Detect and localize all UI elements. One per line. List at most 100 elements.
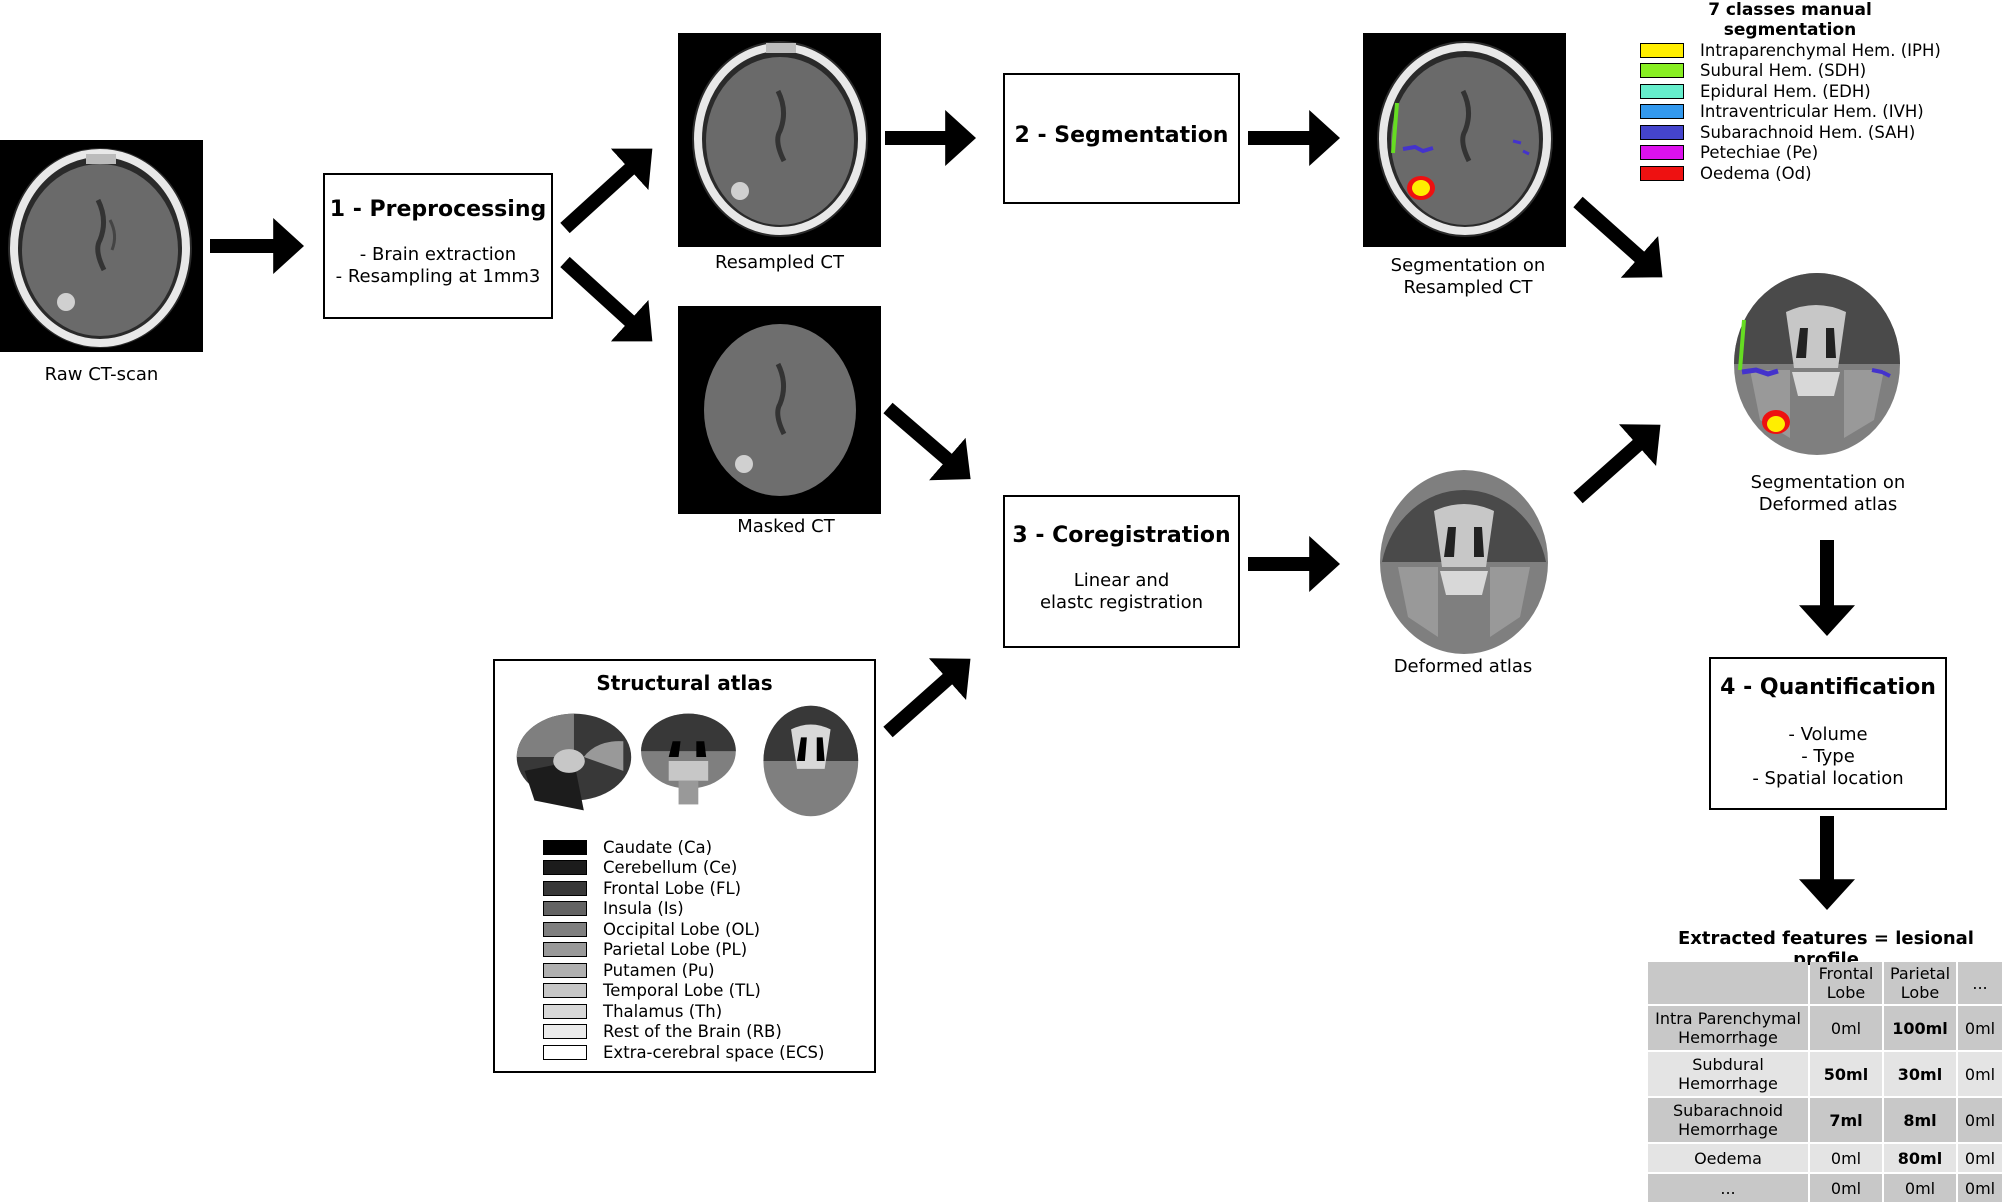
seg-deformed-caption: Segmentation on Deformed atlas [1728,472,1928,516]
features-cell: 100ml [1884,1006,1956,1050]
atlas-thumbnails [516,705,859,817]
coregistration-title: 3 - Coregistration [1012,523,1231,548]
seg-resampled-image [1363,33,1566,247]
quantification-line3: - Spatial location [1752,768,1904,789]
features-column-header-text: ... [1972,973,1988,993]
seg-legend-item: Epidural Hem. (EDH) [1640,81,2008,102]
atlas-legend-swatch [543,983,587,999]
segmentation-title: 2 - Segmentation [1014,123,1229,148]
atlas-legend-item: Thalamus (Th) [543,1001,824,1022]
seg-legend-swatch [1640,42,1684,58]
atlas-legend-swatch [543,1044,587,1060]
structural-atlas-box: Structural atlas Caudate (Ca)Cerebellum … [493,659,876,1073]
raw-ct-image [0,140,203,352]
atlas-legend-label: Frontal Lobe (FL) [603,878,742,898]
seg-deformed-caption-line2: Deformed atlas [1758,494,1898,515]
seg-legend-swatch [1640,145,1684,161]
features-cell-value: 0ml [1904,1178,1936,1198]
coregistration-box: 3 - Coregistration Linear and elastc reg… [1003,495,1240,648]
features-corner-cell [1648,962,1808,1004]
deformed-atlas-caption: Deformed atlas [1393,656,1533,677]
seg-legend-item: Petechiae (Pe) [1640,143,2008,164]
quantification-line2: - Type [1801,746,1855,767]
preprocessing-title: 1 - Preprocessing [329,197,547,222]
segmentation-box: 2 - Segmentation [1003,73,1240,204]
features-row-header-text: Subarachnoid [1672,1101,1784,1120]
quantification-line1: - Volume [1788,724,1868,745]
arrow-preprocessing-to-masked [560,256,653,342]
structural-atlas-title: Structural atlas [596,671,773,695]
features-cell: 0ml [1958,1098,2002,1142]
atlas-legend: Caudate (Ca)Cerebellum (Ce)Frontal Lobe … [543,837,824,1063]
atlas-legend-swatch [543,880,587,896]
features-cell-value: 0ml [1830,1178,1862,1198]
seg-legend-swatch [1640,165,1684,181]
atlas-legend-label: Insula (Is) [603,899,684,919]
atlas-axial-view [763,705,859,817]
features-row-header-text: Intra Parenchymal [1655,1009,1801,1028]
features-cell-value: 80ml [1897,1148,1943,1168]
features-cell: 0ml [1810,1006,1882,1050]
features-cell-value: 0ml [1964,1064,1996,1084]
atlas-legend-label: Thalamus (Th) [603,1001,723,1021]
features-column-header-text: Lobe [1826,983,1866,1002]
features-cell-value: 0ml [1964,1178,1996,1198]
atlas-legend-item: Cerebellum (Ce) [543,858,824,879]
features-cell-value: 100ml [1892,1018,1948,1038]
seg-legend-item: Intraventricular Hem. (IVH) [1640,102,2008,123]
features-cell-value: 0ml [1830,1148,1862,1168]
features-column-header-text: Parietal [1889,964,1951,983]
features-cell: 80ml [1884,1144,1956,1172]
seg-legend-label: Epidural Hem. (EDH) [1700,81,1871,101]
atlas-coronal-view [641,713,736,805]
arrow-deformed-to-seg-deformed [1573,424,1661,504]
preprocessing-line1: - Brain extraction [359,244,517,265]
seg-deformed-image [1732,270,1902,458]
deformed-atlas-image [1378,467,1550,657]
features-column-header-text: Lobe [1900,983,1940,1002]
features-cell-value: 0ml [1964,1148,1996,1168]
atlas-legend-swatch [543,901,587,917]
atlas-legend-item: Insula (Is) [543,899,824,920]
features-cell: 0ml [1884,1174,1956,1202]
seg-legend-item: Oedema (Od) [1640,163,2008,184]
features-cell: 0ml [1958,1052,2002,1096]
atlas-legend-item: Occipital Lobe (OL) [543,919,824,940]
seg-legend-swatch [1640,104,1684,120]
seg-resampled-caption-line2: Resampled CT [1403,277,1533,298]
features-cell: 8ml [1884,1098,1956,1142]
raw-ct-caption: Raw CT-scan [44,364,159,385]
arrow-masked-to-coregistration [883,402,971,481]
features-row-header-text: Subdural [1692,1055,1764,1074]
seg-legend-swatch [1640,83,1684,99]
atlas-legend-swatch [543,1003,587,1019]
atlas-legend-item: Caudate (Ca) [543,837,824,858]
features-row-header-text: Hemorrhage [1678,1120,1778,1139]
features-row-header-text: Hemorrhage [1678,1074,1778,1093]
atlas-legend-label: Parietal Lobe (PL) [603,940,748,960]
quantification-box: 4 - Quantification - Volume - Type - Spa… [1709,657,1947,810]
features-cell-value: 0ml [1964,1110,1996,1130]
seg-legend-label: Oedema (Od) [1700,163,1812,183]
features-row-header-text: ... [1720,1178,1736,1198]
atlas-legend-label: Caudate (Ca) [603,837,713,857]
masked-ct-caption: Masked CT [737,516,835,537]
seg-resampled-caption-line1: Segmentation on [1390,255,1546,276]
atlas-legend-label: Cerebellum (Ce) [603,858,738,878]
features-row: ... 0ml 0ml 0ml [1648,1174,2002,1202]
features-row-header: Oedema [1648,1144,1808,1172]
arrow-atlas-to-coregistration [883,658,971,738]
resampled-ct-image [678,33,881,247]
features-cell: 0ml [1810,1174,1882,1202]
seg-legend-item: Subarachnoid Hem. (SAH) [1640,122,2008,143]
features-cell: 0ml [1958,1006,2002,1050]
features-cell: 30ml [1884,1052,1956,1096]
atlas-sagittal-view [516,713,632,811]
coregistration-line1: Linear and [1073,570,1170,591]
